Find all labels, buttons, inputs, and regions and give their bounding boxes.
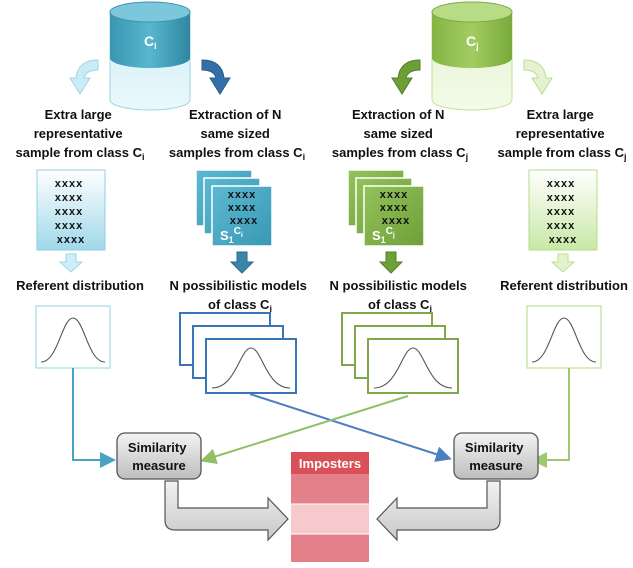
right-outer-sample-box: xxxx xxxx xxxx xxxx xxxx: [528, 169, 598, 251]
connector-right-models-to-left-similarity: [200, 395, 409, 465]
left-outer-title: Extra large representative sample from c…: [16, 107, 145, 162]
svg-text:Cj: Cj: [466, 33, 479, 51]
svg-text:xxxx xxxx xxxx: xxxx xxxx xxxx xxxx xxxx: [55, 178, 88, 246]
right-sample-stack: xxxx xxxx xxxx S1Cj: [347, 169, 425, 247]
curved-arrow-right-inner: [391, 59, 421, 95]
curved-arrow-left-outer: [69, 59, 99, 95]
svg-text:xxxx xxxx xxxx: xxxx xxxx xxxx: [228, 189, 261, 227]
left-model-stack: [179, 312, 297, 394]
svg-text:xxxx xxxx xxxx: xxxx xxxx xxxx: [380, 189, 413, 227]
right-outer-title: Extra large representative sample from c…: [498, 107, 627, 162]
svg-text:xxxx xxxx xxxx: xxxx xxxx xxxx xxxx xxxx: [547, 178, 580, 246]
left-models-label: N possibilistic models of class Ci: [170, 278, 311, 314]
gray-arrow-left: [164, 480, 289, 542]
down-arrow-right-inner: [378, 251, 404, 274]
svg-text:Similarity measure: Similarity measure: [128, 440, 190, 473]
left-inner-title: Extraction of N same sized samples from …: [169, 107, 305, 162]
connector-right-referent-to-similarity: [531, 368, 570, 468]
curved-arrow-left-inner: [201, 59, 231, 95]
imposters-stack: Imposters: [291, 452, 369, 562]
svg-text:Ci: Ci: [144, 33, 157, 51]
connector-left-models-to-right-similarity: [249, 393, 452, 462]
connector-left-referent-to-similarity: [72, 368, 116, 468]
right-inner-title: Extraction of N same sized samples from …: [332, 107, 468, 162]
similarity-measure-left: Similarity measure: [116, 432, 202, 480]
right-stack-label: S1Cj: [372, 226, 395, 245]
down-arrow-left-inner: [229, 251, 255, 274]
right-referent-label: Referent distribution: [500, 278, 628, 293]
svg-text:Similarity measure: Similarity measure: [465, 440, 527, 473]
left-referent-label: Referent distribution: [16, 278, 144, 293]
right-referent-distribution: [526, 305, 602, 369]
cylinder-class-ci: Ci: [109, 1, 191, 111]
gray-arrow-right: [376, 480, 501, 542]
imposters-title: Imposters: [299, 456, 361, 471]
curved-arrow-right-outer: [523, 59, 553, 95]
right-model-stack: [341, 312, 459, 394]
left-stack-label: S1Ci: [220, 226, 243, 245]
left-referent-distribution: [35, 305, 111, 369]
right-models-label: N possibilistic models of class Cj: [330, 278, 471, 314]
down-arrow-right-outer: [550, 253, 576, 273]
down-arrow-left-outer: [58, 253, 84, 273]
cylinder-class-cj: Cj: [431, 1, 513, 111]
similarity-measure-right: Similarity measure: [453, 432, 539, 480]
left-outer-sample-box: xxxx xxxx xxxx xxxx xxxx: [36, 169, 106, 251]
left-sample-stack: xxxx xxxx xxxx S1Ci: [195, 169, 273, 247]
